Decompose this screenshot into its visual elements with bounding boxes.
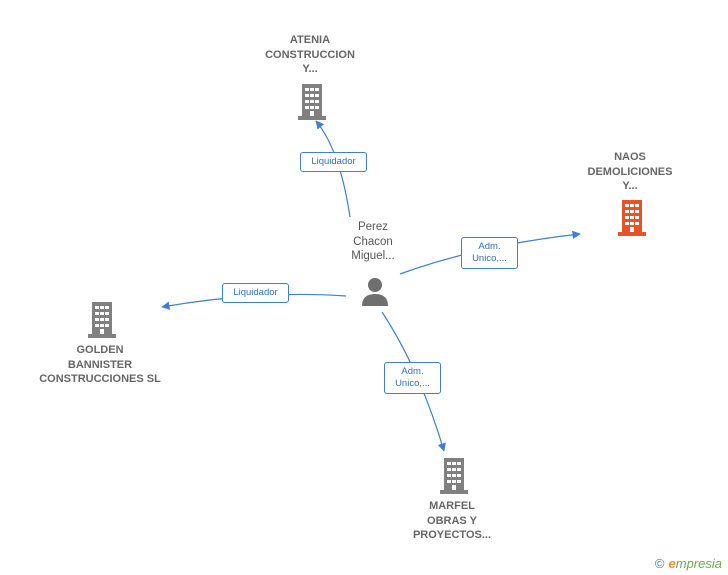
brand-initial: e bbox=[668, 556, 676, 571]
building-icon[interactable] bbox=[296, 84, 328, 120]
edge-badge-golden[interactable]: Liquidador bbox=[222, 283, 289, 303]
person-label[interactable]: Perez Chacon Miguel... bbox=[351, 221, 395, 262]
brand-name: mpresia bbox=[675, 556, 722, 571]
building-icon-highlighted[interactable] bbox=[616, 200, 648, 236]
empresia-brand[interactable]: ©empresia bbox=[655, 556, 722, 571]
building-icon[interactable] bbox=[86, 302, 118, 338]
naos-label[interactable]: NAOS DEMOLICIONES Y... bbox=[587, 151, 673, 192]
golden-label[interactable]: GOLDEN BANNISTER CONSTRUCCIONES SL bbox=[39, 344, 161, 385]
copyright-icon: © bbox=[654, 556, 665, 571]
edge-badge-atenia[interactable]: Liquidador bbox=[300, 152, 367, 172]
edge-badge-naos[interactable]: Adm. Unico,... bbox=[461, 237, 518, 269]
person-icon[interactable] bbox=[360, 276, 390, 306]
edge-badge-marfel[interactable]: Adm. Unico,... bbox=[384, 362, 441, 394]
building-icon[interactable] bbox=[438, 458, 470, 494]
marfel-label[interactable]: MARFEL OBRAS Y PROYECTOS... bbox=[412, 500, 492, 541]
atenia-label[interactable]: ATENIA CONSTRUCCION Y... bbox=[265, 34, 355, 75]
